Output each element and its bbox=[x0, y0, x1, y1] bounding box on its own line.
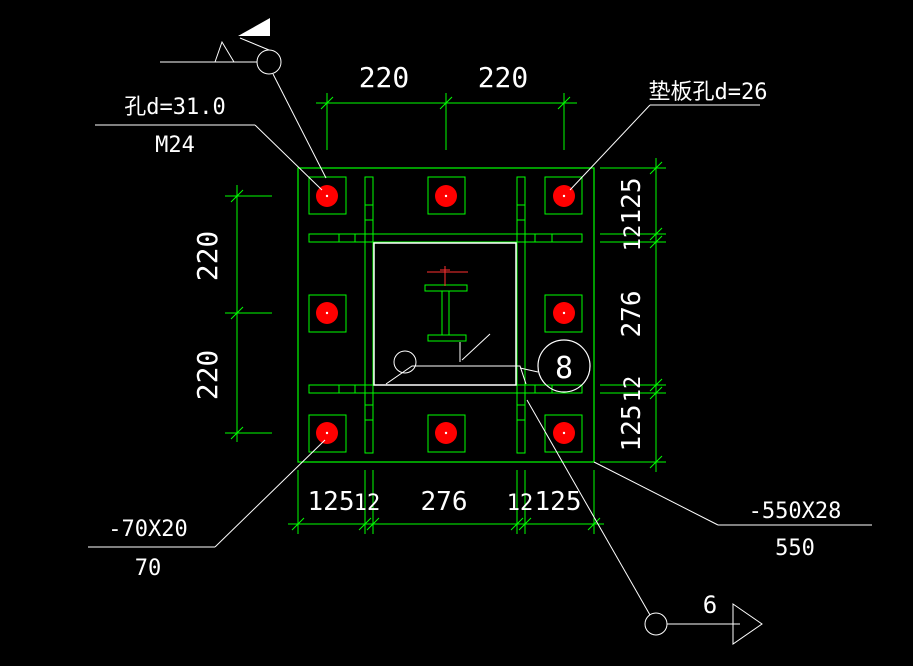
top-dim-left: 220 bbox=[359, 61, 410, 94]
washer-plate bbox=[544, 176, 583, 215]
top-dim-right: 220 bbox=[478, 61, 529, 94]
bottom-dim-edge-right: 125 bbox=[535, 487, 582, 517]
washer-hole-leader bbox=[569, 104, 760, 191]
bottom-dim-middle: 276 bbox=[421, 487, 468, 517]
weld-size-circle bbox=[537, 339, 591, 393]
bottom-dim-gap-left: 12 bbox=[354, 491, 381, 516]
base-plate-leader bbox=[593, 461, 872, 526]
right-dimension bbox=[600, 158, 666, 472]
bottom-section-marker bbox=[526, 399, 763, 645]
weld-leader bbox=[519, 367, 539, 373]
washer-plate bbox=[308, 294, 347, 333]
washer-plate-label: -70X20 bbox=[108, 517, 187, 542]
left-dim-bottom: 220 bbox=[191, 350, 224, 401]
bottom-dimension bbox=[288, 470, 604, 534]
left-dimension bbox=[225, 185, 272, 442]
left-dim-top: 220 bbox=[191, 231, 224, 282]
base-plate-sub-label: 550 bbox=[775, 536, 815, 561]
bolt-hole-leader bbox=[95, 124, 323, 191]
stiffeners bbox=[308, 176, 583, 454]
right-dim-middle: 276 bbox=[617, 291, 647, 338]
washer-plate bbox=[544, 294, 583, 333]
washer-plate-sub-label: 70 bbox=[135, 556, 162, 581]
right-dim-gap-top: 12 bbox=[621, 225, 646, 252]
weld-detail bbox=[385, 333, 527, 385]
weld-size-label: 8 bbox=[555, 351, 573, 386]
column-h-section bbox=[424, 284, 468, 342]
top-section-marker bbox=[160, 37, 327, 179]
washer-plate bbox=[308, 176, 347, 215]
washer-hole-label: 垫板孔d=26 bbox=[649, 80, 768, 105]
bolt-hole-label: 孔d=31.0 bbox=[124, 95, 225, 120]
washer-plate bbox=[544, 414, 583, 453]
washer-plate-leader bbox=[88, 439, 326, 548]
washer-plate bbox=[427, 414, 466, 453]
washer-plates bbox=[308, 176, 583, 453]
bottom-dim-gap-right: 12 bbox=[507, 491, 534, 516]
flag-icon bbox=[238, 18, 270, 36]
base-plate-outline bbox=[297, 167, 595, 463]
section-ref-label: 6 bbox=[703, 591, 717, 619]
right-dim-edge-bottom: 125 bbox=[617, 405, 647, 452]
washer-plate bbox=[427, 176, 466, 215]
base-plate-label: -550X28 bbox=[749, 499, 842, 524]
bottom-dim-edge-left: 125 bbox=[308, 487, 355, 517]
bolt-size-label: M24 bbox=[155, 133, 195, 158]
bolt-hole-centers bbox=[325, 194, 566, 435]
bolt-holes bbox=[316, 185, 575, 444]
column-marker bbox=[427, 266, 468, 286]
column-opening-frame bbox=[373, 242, 517, 386]
right-dim-gap-bottom: 12 bbox=[621, 376, 646, 403]
top-dimension bbox=[316, 93, 577, 150]
washer-plate bbox=[308, 414, 347, 453]
right-dim-edge-top: 125 bbox=[617, 178, 647, 225]
